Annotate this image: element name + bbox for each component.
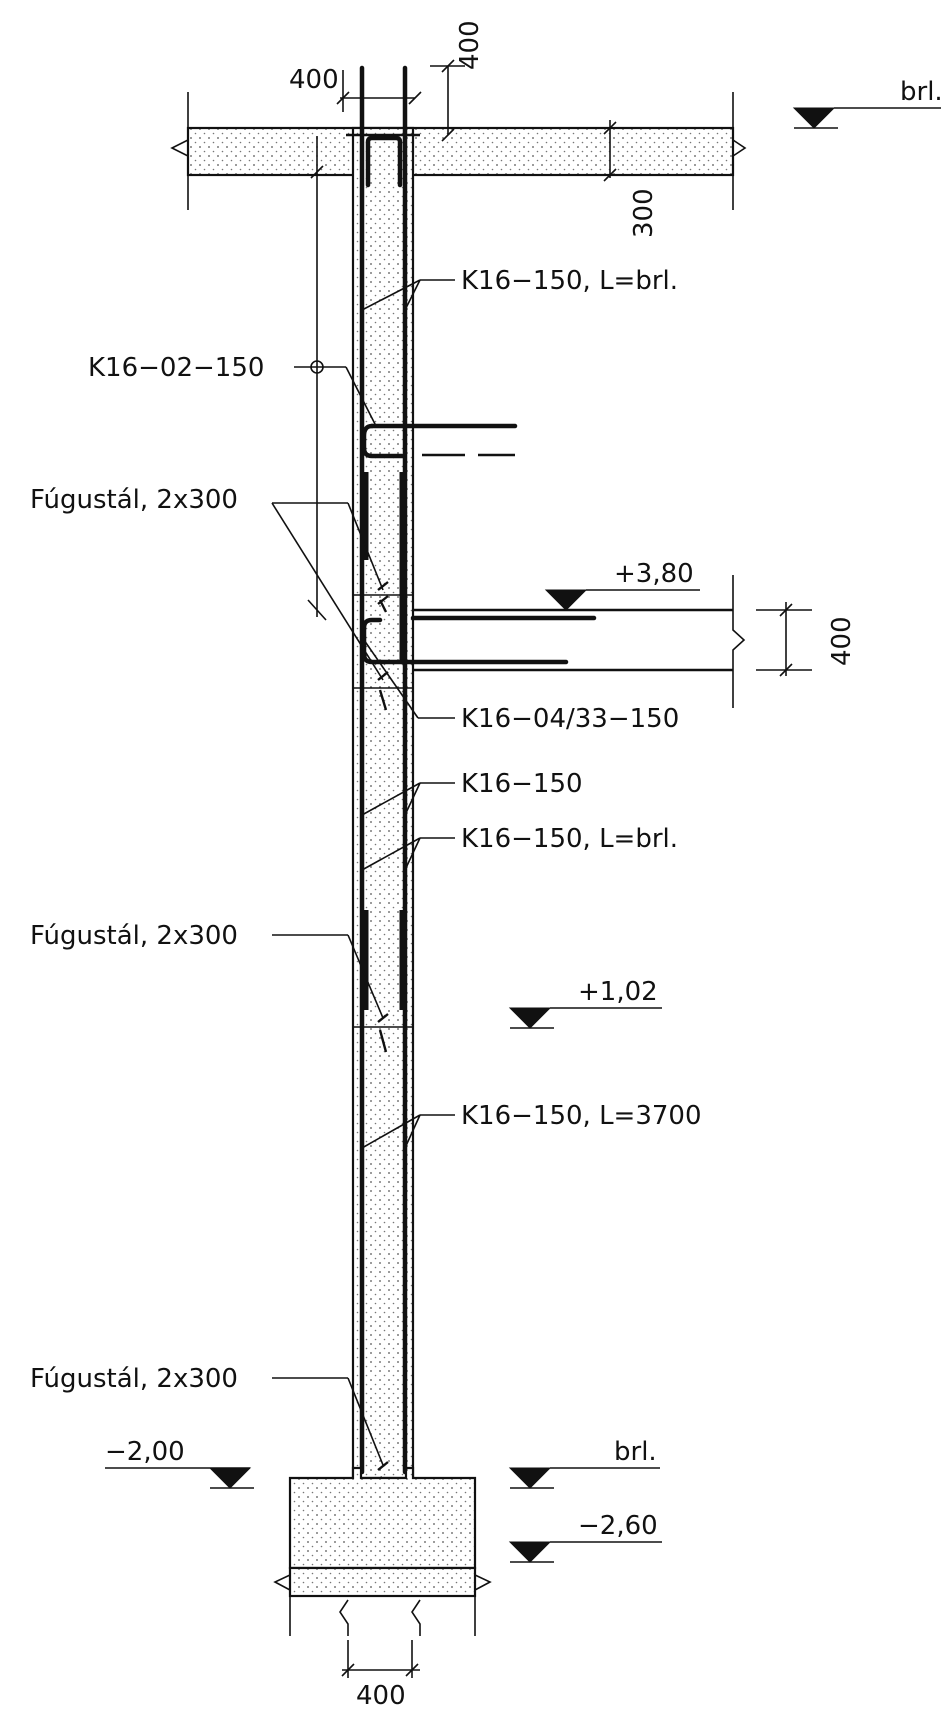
dimension-slab [603, 120, 617, 182]
joint-label-1: Fúgustál, 2x300 [30, 485, 238, 515]
level-380-label: +3,80 [614, 559, 694, 589]
top-slab [170, 92, 747, 210]
level-102-label: +1,02 [578, 977, 658, 1007]
level-marker-m200 [105, 1467, 254, 1489]
floor-beam [361, 575, 746, 708]
dim-top-width-label: 400 [289, 65, 339, 95]
foundation [273, 1466, 492, 1636]
joint-label-2: Fúgustál, 2x300 [30, 921, 238, 951]
dim-beam-label: 400 [827, 616, 857, 666]
dim-bottom-width-label: 400 [356, 1681, 406, 1711]
dimension-top-width [336, 70, 422, 112]
bar-label-4: K16−150 [461, 769, 583, 799]
joint-label-3: Fúgustál, 2x300 [30, 1364, 238, 1394]
dim-slab-label: 300 [629, 188, 659, 238]
level-top-label: brl. [900, 77, 941, 107]
bar-label-5: K16−150, L=brl. [461, 824, 678, 854]
bar-label-3: K16−04/33−150 [461, 704, 679, 734]
dimension-wall-height [307, 136, 327, 621]
dimension-bottom-width [341, 1640, 420, 1678]
level-marker-top [792, 107, 941, 129]
bar-label-2: K16−02−150 [88, 353, 264, 383]
level-marker-102 [508, 1007, 662, 1029]
level-marker-380 [544, 589, 700, 611]
bar-label-6: K16−150, L=3700 [461, 1101, 702, 1131]
level-brl-bottom-label: brl. [614, 1437, 657, 1467]
dimension-top-height [430, 59, 465, 142]
level-m200-label: −2,00 [105, 1437, 185, 1467]
leader-lines [271, 279, 455, 1466]
level-m260-label: −2,60 [578, 1511, 658, 1541]
level-marker-brl-bottom [508, 1467, 660, 1489]
dim-top-height-label: 400 [455, 20, 485, 70]
bar-label-1: K16−150, L=brl. [461, 266, 678, 296]
dimension-beam [756, 602, 812, 677]
level-marker-m260 [508, 1541, 662, 1563]
wall-bars [346, 65, 518, 1475]
